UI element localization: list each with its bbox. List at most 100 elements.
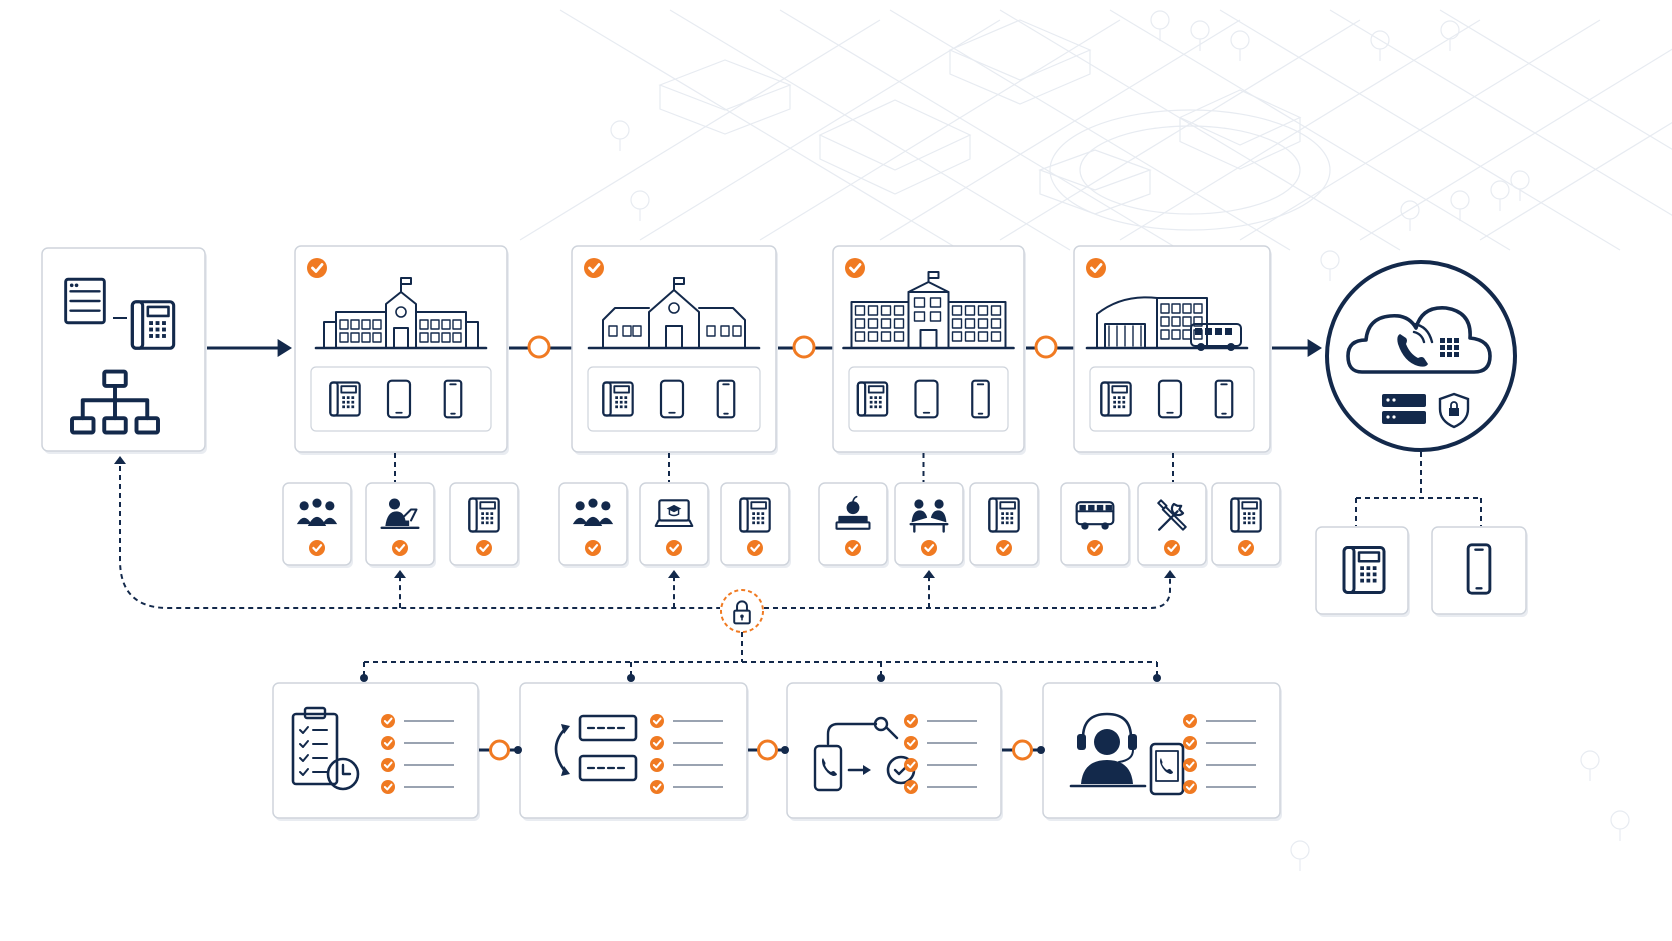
desk-phone-icon	[468, 497, 500, 533]
process-card-3	[786, 682, 1003, 821]
site-verified-check-icon	[584, 258, 604, 278]
desk-phone-icon	[856, 381, 889, 417]
source-system-card	[41, 247, 207, 454]
role-tile-3-3	[969, 482, 1040, 568]
role-tile-1-3	[449, 482, 520, 568]
support-agent-icon	[1069, 712, 1185, 796]
books-apple-icon	[835, 495, 871, 530]
role-verified-check-icon	[585, 540, 601, 556]
role-verified-check-icon	[666, 540, 682, 556]
role-tile-4-1	[1060, 482, 1131, 568]
role-tile-3-2	[894, 482, 965, 568]
list-check-icon	[904, 758, 918, 772]
list-check-icon	[381, 780, 395, 794]
role-verified-check-icon	[1238, 540, 1254, 556]
list-check-icon	[381, 714, 395, 728]
role-tile-3-1	[818, 482, 889, 568]
flow-arrow-head	[1307, 339, 1322, 357]
role-tile-4-3	[1211, 482, 1282, 568]
arrow-head	[394, 570, 406, 578]
org-chart-icon	[70, 369, 160, 435]
cloud-platform-hub	[1325, 260, 1517, 452]
list-check-icon	[904, 714, 918, 728]
site-card-2	[571, 245, 778, 455]
process-distribution-lines	[363, 632, 1158, 678]
dashed-connector	[1355, 452, 1482, 526]
arrow-head	[923, 570, 935, 578]
desk-phone-icon	[130, 300, 176, 350]
list-check-icon	[381, 758, 395, 772]
list-check-icon	[904, 736, 918, 750]
arrow-head	[668, 570, 680, 578]
device-panel	[587, 366, 761, 432]
mobile-phone-icon	[716, 379, 736, 419]
desk-phone-icon	[1230, 497, 1262, 533]
desk-phone-icon	[1100, 381, 1132, 417]
site-card-1	[294, 245, 509, 455]
security-hub	[720, 589, 764, 633]
site-verified-check-icon	[1086, 258, 1106, 278]
school-campus-icon	[314, 277, 488, 350]
elementary-school-icon	[587, 277, 761, 350]
list-check-icon	[1183, 758, 1197, 772]
group-icon	[572, 498, 614, 526]
tablet-icon	[659, 379, 685, 419]
desk-phone-icon	[739, 497, 771, 533]
role-tile-2-3	[720, 482, 791, 568]
role-tile-2-1	[558, 482, 629, 568]
desk-phone-icon	[329, 381, 361, 417]
list-check-icon	[650, 736, 664, 750]
mobile-phone-icon	[443, 379, 463, 419]
mobile-phone-icon	[1466, 543, 1492, 595]
list-check-icon	[904, 780, 918, 794]
role-verified-check-icon	[1087, 540, 1103, 556]
list-check-icon	[650, 714, 664, 728]
group-icon	[296, 498, 338, 526]
role-tile-2-2	[639, 482, 710, 568]
process-connector-node	[757, 739, 778, 761]
call-routing-icon	[554, 714, 638, 782]
bus-icon	[1075, 501, 1115, 530]
site-connector-node	[527, 335, 551, 359]
role-verified-check-icon	[1164, 540, 1180, 556]
device-panel	[310, 366, 492, 432]
security-shield-icon	[1438, 392, 1470, 429]
meeting-icon	[909, 499, 949, 533]
online-learning-icon	[654, 499, 694, 528]
process-connector-node	[489, 739, 510, 761]
site-card-3	[832, 245, 1026, 455]
role-verified-check-icon	[996, 540, 1012, 556]
desk-phone-icon	[988, 497, 1020, 533]
device-panel	[848, 366, 1009, 432]
site-card-4	[1073, 245, 1272, 455]
list-check-icon	[650, 780, 664, 794]
server-icon	[1382, 394, 1426, 424]
role-verified-check-icon	[845, 540, 861, 556]
role-tile-4-2	[1137, 482, 1208, 568]
role-verified-check-icon	[747, 540, 763, 556]
role-verified-check-icon	[309, 540, 325, 556]
tablet-icon	[386, 379, 412, 419]
cloud-endpoint-mobile-phone	[1431, 526, 1528, 617]
role-verified-check-icon	[921, 540, 937, 556]
lock-icon	[733, 600, 751, 625]
tools-icon	[1157, 499, 1187, 531]
role-tile-1-2	[365, 482, 436, 568]
arrow-head	[1164, 570, 1176, 578]
process-card-2	[519, 682, 749, 821]
list-check-icon	[381, 736, 395, 750]
desk-phone-icon	[1342, 546, 1386, 594]
process-card-4	[1042, 682, 1282, 821]
cloud-phone-icon	[1346, 306, 1492, 374]
list-check-icon	[1183, 780, 1197, 794]
mobile-phone-icon	[971, 379, 990, 419]
site-verified-check-icon	[845, 258, 865, 278]
process-connector-node	[1012, 739, 1033, 761]
tablet-icon	[914, 379, 939, 419]
cloud-endpoint-desk-phone	[1315, 526, 1410, 617]
high-school-icon	[842, 271, 1015, 350]
checklist-schedule-icon	[291, 706, 360, 791]
